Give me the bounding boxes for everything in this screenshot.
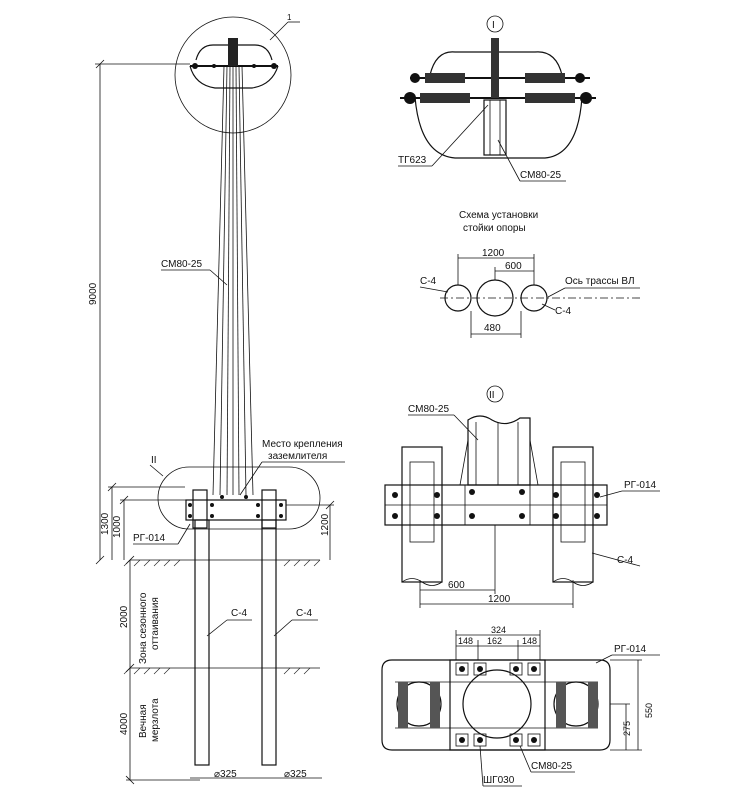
zone-thaw-line1: Зона сезонного <box>138 592 149 664</box>
plan-pole-label: СМ80-25 <box>531 761 572 772</box>
plan-bolt-label: ШГ030 <box>483 775 515 786</box>
plan-pile-left-circle <box>396 681 442 727</box>
pole-elevation: 1 СМ80-25 Место крепления заземлителя <box>88 13 345 785</box>
plan-plate-outline <box>381 659 611 751</box>
crossarm-bottom <box>189 65 279 89</box>
plan-pole-circle <box>462 669 532 739</box>
plan-dim-324: 324 <box>491 625 506 635</box>
dim-1300: 1300 <box>100 512 111 535</box>
detail-2-pole-stub <box>467 415 531 486</box>
grounding-label-line2: заземлителя <box>268 451 327 462</box>
zone-perma-line2: мерзлота <box>150 698 161 742</box>
detail-2-pile-label: С-4 <box>617 555 634 566</box>
dim-4000: 4000 <box>119 712 130 735</box>
pile-right-label: С-4 <box>296 608 313 619</box>
scheme-title-line1: Схема установки <box>459 210 538 221</box>
plan-plate-label: РГ-014 <box>614 644 647 655</box>
plan-dim-148-left: 148 <box>458 636 473 646</box>
top-insulator <box>228 38 238 66</box>
pole-shaft <box>212 65 254 496</box>
callout-1: 1 <box>287 13 292 22</box>
scheme-title-line2: стойки опоры <box>463 223 526 234</box>
plan-view: 324 148 162 148 РГ- <box>381 625 660 787</box>
detail-1-marker-text: I <box>492 20 495 31</box>
plan-dim-275: 275 <box>622 721 632 736</box>
zone-perma-line1: Вечная <box>138 704 149 738</box>
dim-2000: 2000 <box>119 605 130 628</box>
dim-1000: 1000 <box>112 515 123 538</box>
dim-total-height: 9000 <box>88 282 99 305</box>
detail-2-marker <box>486 385 504 403</box>
plan-dim-550: 550 <box>644 703 654 718</box>
pole-top-detail <box>483 99 507 156</box>
detail-2-dim-600: 600 <box>448 580 465 591</box>
pole-label: СМ80-25 <box>161 259 202 270</box>
scheme-pile-right-label: С-4 <box>555 306 572 317</box>
scheme-dim-600: 600 <box>505 261 522 272</box>
diam-left: ⌀325 <box>214 769 237 780</box>
detail-2-plate-label: РГ-014 <box>624 480 657 491</box>
detail-1-marker <box>486 15 504 33</box>
installation-scheme: Схема установки стойки опоры 1200 600 48… <box>419 210 640 338</box>
detail-2-dim-1200: 1200 <box>488 594 511 605</box>
plan-dim-162: 162 <box>487 636 502 646</box>
callout-2: II <box>151 455 157 466</box>
detail-1-tg-label: ТГ623 <box>398 155 427 166</box>
pile-left-label: С-4 <box>231 608 248 619</box>
zone-thaw-line2: оттаивания <box>150 597 161 650</box>
scheme-axis-label: Ось трассы ВЛ <box>565 276 635 287</box>
detail-2-marker-text: II <box>489 390 495 401</box>
dim-1200-right: 1200 <box>320 513 331 536</box>
plan-bolts <box>455 662 541 747</box>
pile-right <box>261 519 277 766</box>
detail-2-base: II СМ80-25 РГ-014 <box>384 385 660 608</box>
grounding-label-line1: Место крепления <box>262 439 343 450</box>
base-plate <box>185 499 287 521</box>
scheme-dim-480: 480 <box>484 323 501 334</box>
detail-2-pile-right <box>552 446 594 583</box>
scheme-pile-left-label: С-4 <box>420 276 437 287</box>
top-insulator-detail <box>491 38 499 98</box>
detail-1-crossarm: I ТГ623 СМ80-25 <box>398 15 596 182</box>
detail-1-pole-label: СМ80-25 <box>520 170 561 181</box>
detail-ellipse-2 <box>157 466 321 530</box>
pile-left <box>194 519 210 766</box>
plan-dim-148-right: 148 <box>522 636 537 646</box>
detail-2-pole-label: СМ80-25 <box>408 404 449 415</box>
diam-right: ⌀325 <box>284 769 307 780</box>
scheme-dim-1200: 1200 <box>482 248 505 259</box>
plate-label: РГ-014 <box>133 533 166 544</box>
